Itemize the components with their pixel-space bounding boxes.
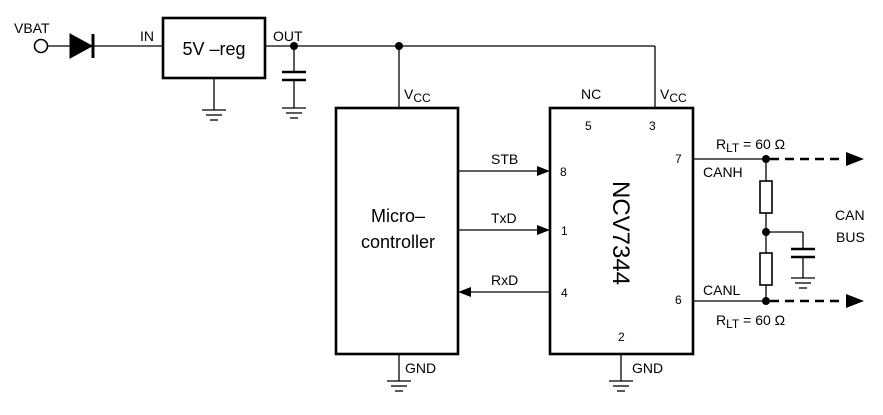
transceiver-vcc-label: VCC <box>660 86 687 105</box>
rxd-line <box>458 287 550 297</box>
canl-line <box>693 294 864 308</box>
pin-2: 2 <box>618 330 625 344</box>
canl-label: CANL <box>703 282 741 298</box>
regulator-box <box>161 16 267 80</box>
micro-vcc-label: VCC <box>404 86 431 105</box>
regulator-ground <box>202 78 226 121</box>
pin-6: 6 <box>675 293 682 307</box>
pin-5: 5 <box>585 119 592 133</box>
out-label: OUT <box>273 28 303 44</box>
rlt-bottom-label: RLT = 60 Ω <box>716 312 785 331</box>
micro-ground <box>387 354 411 392</box>
can-bus-label-line2: BUS <box>836 229 865 245</box>
regulator-label: 5V –reg <box>182 39 245 59</box>
micro-label-line2: controller <box>361 232 435 252</box>
pin-8: 8 <box>560 165 567 179</box>
split-capacitor <box>791 232 815 289</box>
micro-gnd-label: GND <box>405 360 436 376</box>
canh-label: CANH <box>703 164 743 180</box>
pin-3: 3 <box>649 119 656 133</box>
vbat-label: VBAT <box>14 20 50 36</box>
can-bus-label-line1: CAN <box>835 207 865 223</box>
transceiver-ground <box>609 354 633 392</box>
stb-line <box>458 166 550 176</box>
txd-label: TxD <box>491 210 517 226</box>
in-label: IN <box>140 28 154 44</box>
nc-label: NC <box>581 86 601 102</box>
stb-label: STB <box>491 151 518 167</box>
microcontroller-box <box>334 106 460 356</box>
rxd-label: RxD <box>491 272 518 288</box>
pin-1: 1 <box>561 224 568 238</box>
transceiver-label: NCV7344 <box>607 181 634 285</box>
diode-symbol <box>69 33 163 59</box>
pin-7: 7 <box>675 152 682 166</box>
transceiver-gnd-label: GND <box>632 360 663 376</box>
pin-4: 4 <box>561 286 568 300</box>
output-capacitor <box>282 46 306 119</box>
txd-line <box>458 225 550 235</box>
termination-resistors <box>759 159 803 301</box>
micro-label-line1: Micro– <box>371 206 425 226</box>
vbat-terminal <box>33 38 70 54</box>
rlt-top-label: RLT = 60 Ω <box>716 136 785 155</box>
